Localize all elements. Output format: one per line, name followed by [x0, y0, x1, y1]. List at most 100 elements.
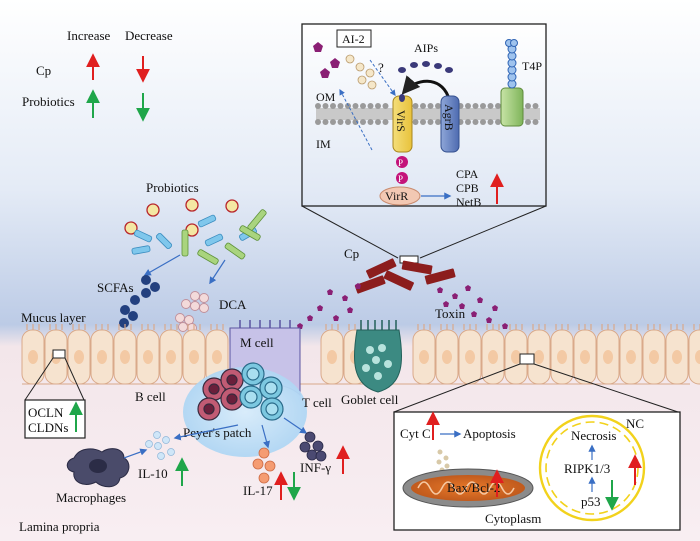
toxin-pentagon	[486, 317, 492, 323]
legend-probiotics-label: Probiotics	[22, 94, 75, 109]
toxin-pentagon	[465, 285, 471, 291]
epithelial-cell	[642, 324, 666, 385]
cldns-label: CLDNs	[28, 420, 68, 435]
zoom-line-left	[301, 205, 399, 259]
epithelial-cell	[550, 324, 574, 385]
cytc-label: Cyt C	[400, 426, 431, 441]
toxin-cpb: CPB	[456, 181, 479, 195]
pp-to-il17-arrow	[261, 424, 270, 449]
probiotics-to-dca-arrow	[209, 259, 226, 285]
toxin-pentagon	[333, 315, 339, 321]
necrosis-label: Necrosis	[571, 428, 617, 443]
cytoplasm-panel: Cyt C Apoptosis Bax/Bcl-2 Cytoplasm NC N…	[393, 363, 681, 531]
infg: INF-γ	[299, 431, 350, 475]
t4p-pilus	[505, 39, 518, 89]
nc-label: NC	[626, 416, 644, 431]
legend: Increase Decrease Cp Probiotics	[22, 28, 173, 122]
il17: IL-17	[243, 447, 301, 501]
toxin-pentagon	[477, 297, 483, 303]
epithelial-cell	[159, 324, 183, 385]
legend-decrease-label: Decrease	[125, 28, 173, 43]
zoom-line-right	[419, 205, 547, 259]
toxin-pentagons	[297, 283, 508, 329]
toxin-netb: NetB	[456, 195, 481, 209]
om-label: OM	[316, 90, 336, 104]
macrophage: Macrophages	[56, 448, 148, 505]
il17-label: IL-17	[243, 483, 273, 498]
agrb-protein	[440, 95, 460, 153]
pp-to-il10-arrow	[173, 424, 239, 441]
epithelial-cell	[596, 324, 620, 385]
toxin-pentagon	[437, 287, 443, 293]
mucus-layer-label: Mucus layer	[21, 310, 86, 325]
phospho-label-2: P	[398, 174, 403, 184]
m-cell-label: M cell	[240, 335, 274, 350]
epithelial-cell	[412, 324, 436, 385]
macrophage-to-il10-arrow	[123, 448, 148, 459]
probiotics-to-scfas-arrow	[143, 254, 181, 276]
epithelial-cell	[182, 324, 206, 385]
phospho-circle-2	[396, 172, 408, 184]
toxin-pentagon	[471, 311, 477, 317]
im-label: IM	[316, 137, 331, 151]
t4p-label: T4P	[522, 59, 542, 73]
toxin-pentagon	[317, 305, 323, 311]
epithelial-cell	[136, 324, 160, 385]
t4p-base	[500, 87, 524, 127]
question-mark: ?	[378, 60, 384, 75]
tight-junction-box	[52, 349, 66, 359]
virs-label: VirS	[394, 110, 408, 132]
toxin-label: Toxin	[435, 306, 466, 321]
macrophages-label: Macrophages	[56, 490, 126, 505]
cytoplasm-label: Cytoplasm	[485, 511, 541, 526]
ocln-label: OCLN	[28, 405, 64, 420]
ai2-box	[336, 29, 372, 48]
peyers-patch-label: Peyer's patch	[183, 425, 252, 440]
legend-cp-label: Cp	[36, 63, 51, 78]
epithelial-cell	[688, 324, 700, 385]
lamina-propria-label: Lamina propria	[19, 519, 100, 534]
cp-label: Cp	[344, 246, 359, 261]
epithelial-cell	[665, 324, 689, 385]
toxin-pentagon	[342, 295, 348, 301]
epithelial-cell	[67, 324, 91, 385]
toxin-pentagon	[355, 283, 361, 289]
ai2-label: AI-2	[342, 32, 365, 46]
aips-label: AIPs	[414, 41, 438, 55]
epithelial-cell	[21, 324, 45, 385]
infg-label: INF-γ	[300, 460, 331, 475]
aip-cycle-arrow	[401, 75, 450, 97]
toxin-cpa: CPA	[456, 167, 479, 181]
toxin-pentagon	[459, 303, 465, 309]
epithelial-cell	[458, 324, 482, 385]
legend-increase-label: Increase	[67, 28, 111, 43]
cytoplasm-source-box	[519, 353, 535, 365]
agrb-label: AgrB	[442, 104, 456, 131]
goblet-cell: Goblet cell	[341, 320, 403, 407]
phospho-circle-1	[396, 156, 408, 168]
il10-label: IL-10	[138, 466, 168, 481]
scfas: SCFAs	[97, 275, 160, 328]
b-cell-label: B cell	[135, 389, 166, 404]
bacterial-membrane	[315, 103, 540, 125]
epithelial-cell	[90, 324, 114, 385]
nucleus-outer-membrane	[538, 414, 646, 522]
t-cell-label: T cell	[302, 395, 332, 410]
toxin-pentagon	[307, 315, 313, 321]
dashed-arrow-ai2	[369, 59, 396, 96]
goblet-cell-label: Goblet cell	[341, 392, 399, 407]
epithelial-cell	[619, 324, 643, 385]
epithelial-cell	[435, 324, 459, 385]
toxin-pentagons-top	[313, 42, 340, 78]
scfas-label: SCFAs	[97, 280, 134, 295]
aips-molecules	[398, 61, 453, 73]
toxin-pentagon	[327, 289, 333, 295]
toxin-pentagon	[443, 301, 449, 307]
toxin-pentagon	[452, 293, 458, 299]
epithelial-cell	[113, 324, 137, 385]
virr-label: VirR	[385, 189, 408, 203]
dashed-arrow-om	[339, 88, 373, 151]
p53-label: p53	[581, 494, 601, 509]
probiotics-cluster: Probiotics	[124, 180, 267, 285]
top-panel: AI-2 OM IM ? AIPs VirS AgrB	[301, 23, 547, 264]
